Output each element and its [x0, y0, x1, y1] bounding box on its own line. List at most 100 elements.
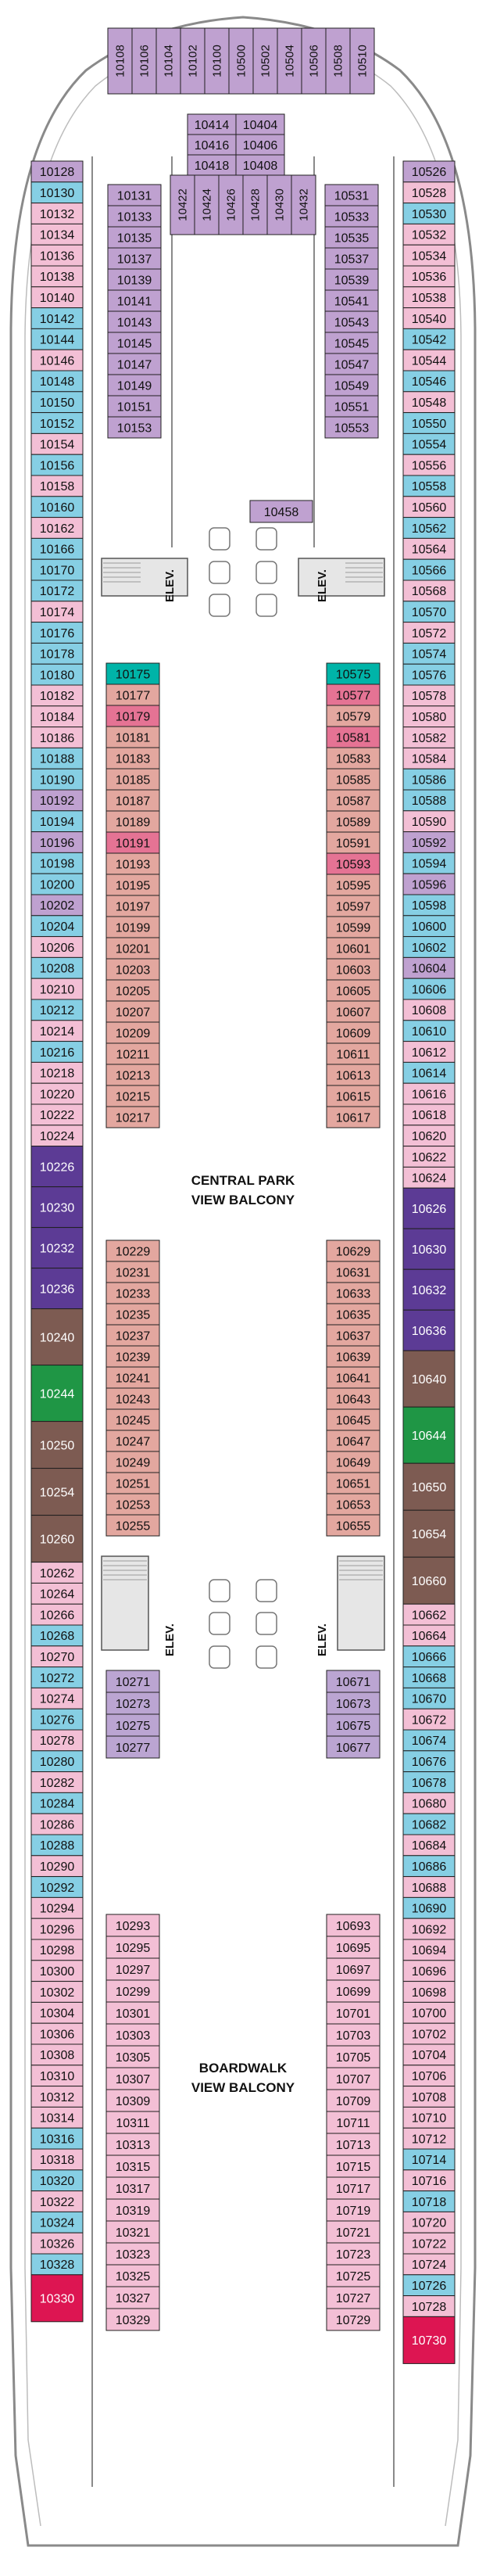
cabin-10615[interactable]: 10615 — [326, 1085, 381, 1107]
cabin-10299[interactable]: 10299 — [105, 1979, 160, 2003]
cabin-10595[interactable]: 10595 — [326, 874, 381, 896]
cabin-10541[interactable]: 10541 — [324, 289, 379, 312]
cabin-10147[interactable]: 10147 — [107, 353, 162, 375]
cabin-10181[interactable]: 10181 — [105, 726, 160, 748]
cabin-10277[interactable]: 10277 — [105, 1735, 160, 1759]
cabin-10206[interactable]: 10206 — [30, 936, 84, 958]
cabin-10292[interactable]: 10292 — [30, 1876, 84, 1898]
cabin-10577[interactable]: 10577 — [326, 683, 381, 706]
cabin-10198[interactable]: 10198 — [30, 852, 84, 874]
cabin-10655[interactable]: 10655 — [326, 1514, 381, 1537]
cabin-10696[interactable]: 10696 — [402, 1960, 456, 1982]
cabin-10250[interactable]: 10250 — [30, 1421, 84, 1469]
cabin-10660[interactable]: 10660 — [402, 1556, 456, 1605]
cabin-10614[interactable]: 10614 — [402, 1061, 456, 1084]
cabin-10698[interactable]: 10698 — [402, 1981, 456, 2003]
cabin-10156[interactable]: 10156 — [30, 454, 84, 476]
cabin-10591[interactable]: 10591 — [326, 831, 381, 854]
cabin-10604[interactable]: 10604 — [402, 956, 456, 979]
cabin-10318[interactable]: 10318 — [30, 2148, 84, 2171]
cabin-10622[interactable]: 10622 — [402, 1146, 456, 1168]
cabin-10636[interactable]: 10636 — [402, 1309, 456, 1351]
cabin-10717[interactable]: 10717 — [326, 2176, 381, 2200]
cabin-10617[interactable]: 10617 — [326, 1106, 381, 1128]
cabin-10201[interactable]: 10201 — [105, 937, 160, 960]
cabin-10192[interactable]: 10192 — [30, 789, 84, 812]
cabin-10581[interactable]: 10581 — [326, 726, 381, 748]
cabin-10270[interactable]: 10270 — [30, 1645, 84, 1668]
cabin-10406[interactable]: 10406 — [235, 134, 285, 156]
cabin-10716[interactable]: 10716 — [402, 2169, 456, 2192]
cabin-10416[interactable]: 10416 — [187, 134, 237, 156]
cabin-10286[interactable]: 10286 — [30, 1813, 84, 1835]
cabin-10215[interactable]: 10215 — [105, 1085, 160, 1107]
cabin-10644[interactable]: 10644 — [402, 1406, 456, 1464]
cabin-10572[interactable]: 10572 — [402, 622, 456, 644]
cabin-10276[interactable]: 10276 — [30, 1708, 84, 1731]
cabin-10643[interactable]: 10643 — [326, 1387, 381, 1410]
cabin-10240[interactable]: 10240 — [30, 1308, 84, 1366]
cabin-10587[interactable]: 10587 — [326, 789, 381, 812]
cabin-10145[interactable]: 10145 — [107, 332, 162, 354]
cabin-10533[interactable]: 10533 — [324, 205, 379, 228]
cabin-10268[interactable]: 10268 — [30, 1624, 84, 1647]
cabin-10539[interactable]: 10539 — [324, 268, 379, 291]
cabin-10426[interactable]: 10426 — [218, 174, 244, 235]
cabin-10640[interactable]: 10640 — [402, 1350, 456, 1408]
cabin-10212[interactable]: 10212 — [30, 999, 84, 1021]
cabin-10651[interactable]: 10651 — [326, 1472, 381, 1494]
cabin-10500[interactable]: 10500 — [228, 27, 254, 95]
cabin-10235[interactable]: 10235 — [105, 1303, 160, 1326]
cabin-10262[interactable]: 10262 — [30, 1562, 84, 1584]
cabin-10330[interactable]: 10330 — [30, 2274, 84, 2323]
cabin-10222[interactable]: 10222 — [30, 1103, 84, 1126]
cabin-10547[interactable]: 10547 — [324, 353, 379, 375]
cabin-10185[interactable]: 10185 — [105, 768, 160, 791]
cabin-10611[interactable]: 10611 — [326, 1042, 381, 1065]
cabin-10422[interactable]: 10422 — [170, 174, 195, 235]
cabin-10260[interactable]: 10260 — [30, 1515, 84, 1563]
cabin-10606[interactable]: 10606 — [402, 978, 456, 1000]
cabin-10274[interactable]: 10274 — [30, 1687, 84, 1710]
cabin-10670[interactable]: 10670 — [402, 1687, 456, 1710]
cabin-10314[interactable]: 10314 — [30, 2106, 84, 2129]
cabin-10583[interactable]: 10583 — [326, 747, 381, 770]
cabin-10254[interactable]: 10254 — [30, 1468, 84, 1516]
cabin-10255[interactable]: 10255 — [105, 1514, 160, 1537]
cabin-10662[interactable]: 10662 — [402, 1603, 456, 1626]
cabin-10708[interactable]: 10708 — [402, 2086, 456, 2108]
cabin-10673[interactable]: 10673 — [326, 1692, 381, 1715]
cabin-10213[interactable]: 10213 — [105, 1064, 160, 1086]
cabin-10298[interactable]: 10298 — [30, 1939, 84, 1961]
cabin-10694[interactable]: 10694 — [402, 1939, 456, 1961]
cabin-10280[interactable]: 10280 — [30, 1750, 84, 1773]
cabin-10629[interactable]: 10629 — [326, 1240, 381, 1262]
cabin-10653[interactable]: 10653 — [326, 1493, 381, 1516]
cabin-10327[interactable]: 10327 — [105, 2286, 160, 2309]
cabin-10703[interactable]: 10703 — [326, 2023, 381, 2047]
cabin-10688[interactable]: 10688 — [402, 1876, 456, 1898]
cabin-10607[interactable]: 10607 — [326, 1000, 381, 1023]
cabin-10303[interactable]: 10303 — [105, 2023, 160, 2047]
cabin-10328[interactable]: 10328 — [30, 2253, 84, 2276]
cabin-10725[interactable]: 10725 — [326, 2264, 381, 2287]
cabin-10543[interactable]: 10543 — [324, 310, 379, 333]
cabin-10719[interactable]: 10719 — [326, 2198, 381, 2222]
cabin-10680[interactable]: 10680 — [402, 1792, 456, 1814]
cabin-10690[interactable]: 10690 — [402, 1896, 456, 1919]
cabin-10312[interactable]: 10312 — [30, 2086, 84, 2108]
cabin-10601[interactable]: 10601 — [326, 937, 381, 960]
cabin-10150[interactable]: 10150 — [30, 391, 84, 414]
cabin-10585[interactable]: 10585 — [326, 768, 381, 791]
cabin-10730[interactable]: 10730 — [402, 2316, 456, 2364]
cabin-10654[interactable]: 10654 — [402, 1509, 456, 1558]
cabin-10324[interactable]: 10324 — [30, 2211, 84, 2233]
cabin-10532[interactable]: 10532 — [402, 223, 456, 246]
cabin-10102[interactable]: 10102 — [180, 27, 205, 95]
cabin-10152[interactable]: 10152 — [30, 412, 84, 434]
cabin-10584[interactable]: 10584 — [402, 747, 456, 770]
cabin-10602[interactable]: 10602 — [402, 936, 456, 958]
cabin-10231[interactable]: 10231 — [105, 1261, 160, 1283]
cabin-10310[interactable]: 10310 — [30, 2065, 84, 2087]
cabin-10641[interactable]: 10641 — [326, 1366, 381, 1389]
